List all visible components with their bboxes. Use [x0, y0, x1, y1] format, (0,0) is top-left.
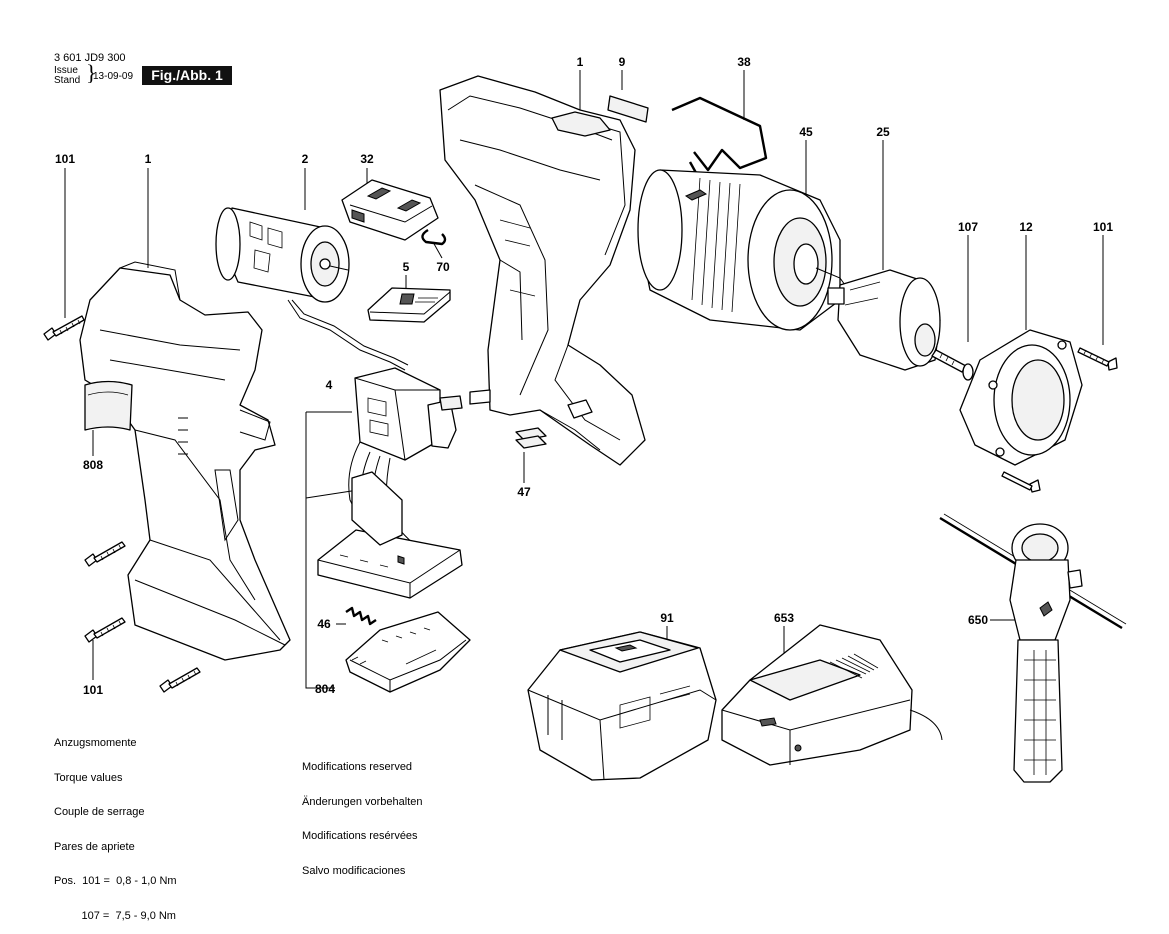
screw-101-bottom-left — [84, 617, 126, 643]
type-label-808 — [84, 380, 133, 431]
spring-clip-70 — [421, 228, 447, 246]
callout-38: 38 — [737, 55, 751, 69]
screw-101-top-left — [43, 315, 85, 341]
spring-46 — [345, 606, 377, 626]
callout-9: 9 — [618, 55, 626, 69]
switch-cover-32 — [341, 179, 439, 241]
modifications-note: Modifications reserved Änderungen vorbeh… — [302, 739, 422, 889]
torque-line: Anzugsmomente — [54, 737, 137, 749]
callout-101: 101 — [54, 152, 76, 166]
issue-date: 13-09-09 — [93, 71, 134, 82]
callout-91: 91 — [660, 611, 674, 625]
side-handle-650 — [939, 513, 1127, 783]
callout-1: 1 — [144, 152, 152, 166]
torque-line: 107 = 7,5 - 9,0 Nm — [54, 909, 176, 922]
callout-25: 25 — [876, 125, 890, 139]
callout-1: 1 — [576, 55, 584, 69]
stand-label: Stand — [54, 75, 81, 86]
figure-label: Fig./Abb. 1 — [142, 66, 232, 85]
callout-2: 2 — [301, 152, 309, 166]
modification-line: Modifications resérvées — [302, 830, 418, 842]
direction-slide-5 — [367, 287, 451, 323]
screw-101-middle-left — [84, 541, 126, 567]
callout-45: 45 — [799, 125, 813, 139]
issue-stand-label: Issue Stand — [54, 66, 80, 86]
callout-101: 101 — [1092, 220, 1114, 234]
callout-107: 107 — [957, 220, 979, 234]
screw-101-right — [1077, 347, 1118, 371]
callout-5: 5 — [402, 260, 410, 274]
leader-lines — [64, 70, 1104, 689]
callout-650: 650 — [967, 613, 989, 627]
battery-slide-804 — [345, 611, 471, 693]
callout-653: 653 — [773, 611, 795, 625]
callout-46: 46 — [317, 617, 331, 631]
screw-101-bottom — [159, 667, 201, 693]
part-number: 3 601 JD9 300 — [54, 52, 126, 64]
header-brace: } — [86, 60, 97, 85]
switch-module-4 — [348, 367, 463, 571]
callout-808: 808 — [82, 458, 104, 472]
modification-line: Änderungen vorbehalten — [302, 795, 423, 808]
modification-line: Modifications reserved — [302, 761, 413, 773]
torque-line: Couple de serrage — [54, 806, 145, 818]
housing-shell-left — [79, 261, 291, 661]
exploded-view-drawing — [43, 70, 1127, 783]
issue-label: Issue — [54, 65, 78, 76]
housing-shell-right — [439, 75, 646, 466]
callout-70: 70 — [436, 260, 450, 274]
torque-values-note: Anzugsmomente Torque values Couple de se… — [54, 715, 177, 934]
screw-101-lower-right — [1001, 471, 1041, 493]
motor-2 — [215, 207, 409, 371]
callout-12: 12 — [1019, 220, 1033, 234]
label-strip-9 — [607, 95, 649, 123]
callout-32: 32 — [360, 152, 374, 166]
modification-line: Salvo modificaciones — [302, 864, 406, 877]
torque-line: Pares de apriete — [54, 840, 135, 853]
callout-101: 101 — [82, 683, 104, 697]
callout-47: 47 — [517, 485, 531, 499]
callout-804: 804 — [314, 682, 336, 696]
gearbox-45 — [637, 169, 851, 331]
battery-contact-plate — [317, 471, 463, 599]
battery-pack-91 — [527, 631, 717, 781]
screw-107 — [931, 349, 974, 381]
callout-4: 4 — [325, 378, 333, 392]
charger-653 — [721, 624, 943, 766]
torque-line: Torque values — [54, 771, 123, 784]
rubber-pads-47 — [515, 427, 547, 449]
torque-line: Pos. 101 = 0,8 - 1,0 Nm — [54, 875, 177, 887]
auxiliary-flange-12 — [959, 329, 1083, 466]
chuck-25 — [827, 269, 941, 371]
